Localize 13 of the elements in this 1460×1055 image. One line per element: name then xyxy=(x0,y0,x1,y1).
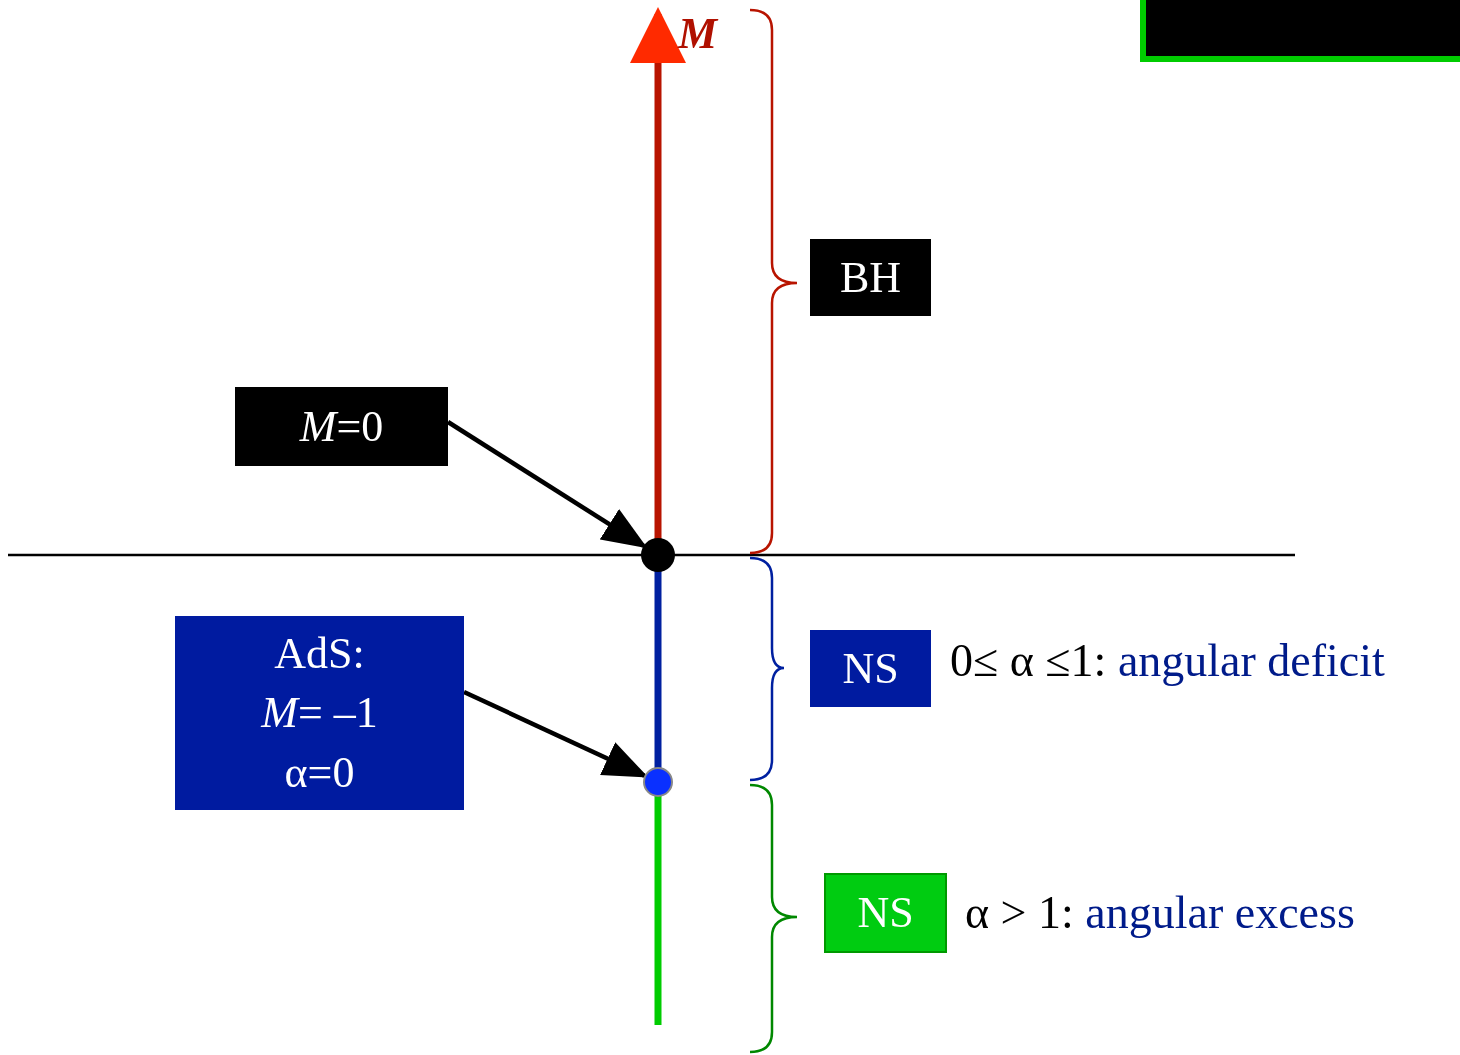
origin-dot xyxy=(641,538,675,572)
axis-label: M xyxy=(678,12,718,56)
point-dot xyxy=(643,767,673,797)
label-box: M=0 xyxy=(235,387,448,466)
label-box: NS xyxy=(810,630,931,707)
range-text: α > 1: xyxy=(965,887,1074,938)
dark-box xyxy=(1140,0,1460,62)
label-box: BH xyxy=(810,239,931,316)
range-text: 0≤ α ≤1: xyxy=(950,635,1107,686)
label-box: AdS: M= –1 α=0 xyxy=(175,616,464,810)
note-text: angular excess xyxy=(1084,887,1355,938)
note-text: angular deficit xyxy=(1116,635,1385,686)
label-box: NS xyxy=(824,873,947,953)
